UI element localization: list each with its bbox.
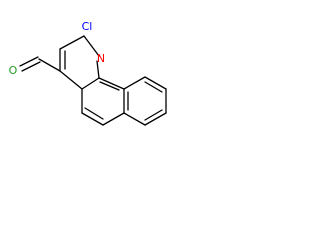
bond-c10a-c10 bbox=[123, 76, 146, 90]
bond-layer bbox=[19, 35, 167, 126]
bond-aldehyde-c-ring bbox=[38, 58, 61, 72]
bond-c6-c6a bbox=[102, 112, 125, 126]
bond-c10-c9 bbox=[144, 76, 167, 90]
bond-c10b-c4a bbox=[81, 77, 100, 90]
bond-c4a-c4 bbox=[59, 70, 83, 90]
bond-aldehyde-c-o-2 bbox=[21, 61, 41, 72]
atom-label-layer: O Cl N bbox=[9, 20, 105, 77]
bond-aldehyde-c-o-1 bbox=[19, 56, 39, 67]
atom-label-nitrogen: N bbox=[97, 52, 105, 65]
bond-c8-c7-inner bbox=[144, 109, 163, 121]
bond-c5-c6-inner bbox=[84, 107, 104, 120]
bond-c10-c9-inner bbox=[144, 81, 163, 93]
atom-label-oxygen: O bbox=[9, 64, 18, 77]
bond-c5-c6 bbox=[81, 112, 104, 126]
bond-c2-n bbox=[83, 35, 100, 57]
bond-c7-c6a bbox=[123, 112, 146, 126]
bond-c10a-c10b bbox=[98, 77, 125, 90]
molecule-structure: O Cl N bbox=[9, 20, 167, 126]
bond-c8-c7 bbox=[144, 112, 167, 126]
atom-label-chlorine: Cl bbox=[82, 20, 93, 33]
bond-c10a-c10b-inner bbox=[99, 81, 120, 91]
bond-n-c10b bbox=[96, 60, 100, 79]
bond-c2-cl bbox=[59, 35, 85, 50]
